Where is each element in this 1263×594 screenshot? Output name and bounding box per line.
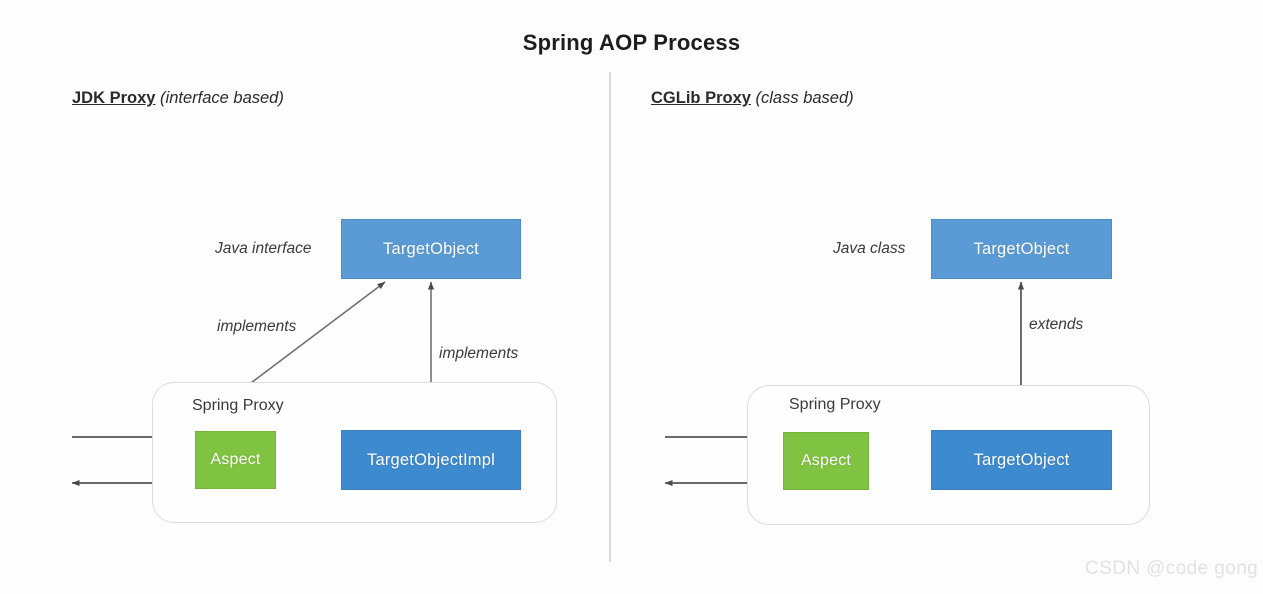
label-java-interface: Java interface (215, 240, 312, 257)
page-title: Spring AOP Process (522, 30, 741, 55)
box-aspect-jdk: Aspect (195, 431, 276, 489)
box-target-object-class: TargetObject (931, 219, 1112, 279)
box-target-object-subclass: TargetObject (931, 430, 1112, 490)
label-java-class: Java class (833, 240, 906, 257)
section-heading-jdk-proxy: JDK Proxy (interface based) (72, 89, 284, 108)
label-extends: extends (1029, 316, 1084, 333)
cglib-proxy-subtitle: (class based) (750, 89, 854, 107)
jdk-proxy-label: JDK Proxy (72, 89, 156, 107)
section-divider (609, 72, 611, 562)
box-target-object-interface: TargetObject (341, 219, 521, 279)
box-target-object-impl: TargetObjectImpl (341, 430, 521, 490)
box-aspect-cglib: Aspect (783, 432, 869, 490)
label-implements-diagonal: implements (217, 318, 297, 335)
label-spring-proxy-cglib: Spring Proxy (789, 396, 881, 413)
section-heading-cglib-proxy: CGLib Proxy (class based) (651, 89, 854, 108)
label-spring-proxy-jdk: Spring Proxy (192, 397, 284, 414)
watermark: CSDN @code gong (1085, 558, 1259, 579)
cglib-proxy-label: CGLib Proxy (651, 89, 751, 107)
jdk-proxy-subtitle: (interface based) (155, 89, 284, 107)
label-implements-vertical: implements (439, 345, 519, 362)
